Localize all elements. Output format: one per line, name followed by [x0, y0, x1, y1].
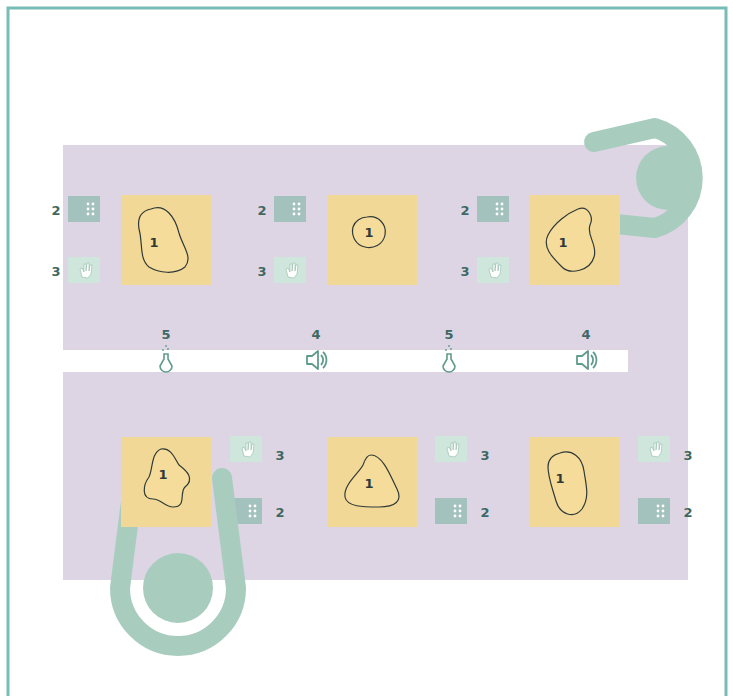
callout-number: 2	[683, 506, 692, 519]
callout-number: 1	[149, 236, 158, 249]
callout-number: 3	[683, 449, 692, 462]
callout-number: 2	[480, 506, 489, 519]
callout-number: 2	[275, 506, 284, 519]
callout-number: 3	[51, 265, 60, 278]
blob-outline	[327, 195, 417, 285]
table-place: 1	[327, 195, 417, 285]
table-place: 1	[530, 195, 620, 285]
callout-number: 4	[311, 328, 320, 341]
callout-number: 1	[364, 477, 373, 490]
callout-number: 1	[555, 472, 564, 485]
blob-outline	[530, 437, 620, 527]
callout-number: 2	[257, 204, 266, 217]
callout-number: 2	[51, 204, 60, 217]
table-place: 1	[121, 195, 211, 285]
callout-number: 3	[275, 449, 284, 462]
callout-number: 4	[581, 328, 590, 341]
blob-outline	[530, 195, 620, 285]
callout-number: 5	[161, 328, 170, 341]
blob-outline	[121, 195, 211, 285]
blob-outline	[121, 437, 211, 527]
table-place: 1	[327, 437, 417, 527]
callout-number: 3	[257, 265, 266, 278]
callout-number: 5	[444, 328, 453, 341]
callout-number: 2	[460, 204, 469, 217]
callout-number: 1	[558, 236, 567, 249]
table-place: 1	[530, 437, 620, 527]
table-place: 1	[121, 437, 211, 527]
callout-number: 3	[460, 265, 469, 278]
callout-number: 1	[364, 226, 373, 239]
callout-number: 1	[158, 468, 167, 481]
callout-number: 3	[480, 449, 489, 462]
